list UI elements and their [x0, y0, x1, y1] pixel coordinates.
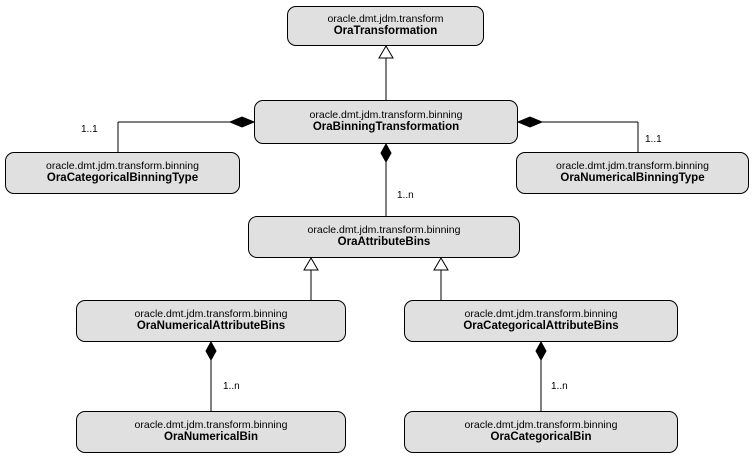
class-box-ora-binning-transformation[interactable]: oracle.dmt.jdm.transform.binning OraBinn… [254, 100, 518, 144]
class-box-ora-categorical-binning-type[interactable]: oracle.dmt.jdm.transform.binning OraCate… [5, 152, 240, 194]
class-name-label: OraBinningTransformation [312, 121, 460, 134]
class-box-ora-numerical-bin[interactable]: oracle.dmt.jdm.transform.binning OraNume… [76, 411, 346, 453]
class-package-label: oracle.dmt.jdm.transform.binning [464, 418, 618, 431]
class-box-ora-attribute-bins[interactable]: oracle.dmt.jdm.transform.binning OraAttr… [248, 216, 520, 258]
multiplicity-label-left-binning-type: 1..1 [81, 124, 98, 135]
multiplicity-label-categorical-bin: 1..n [551, 381, 568, 392]
class-package-label: oracle.dmt.jdm.transform.binning [307, 223, 461, 236]
class-name-label: OraCategoricalBin [490, 431, 592, 444]
class-name-label: OraNumericalAttributeBins [136, 320, 286, 333]
class-package-label: oracle.dmt.jdm.transform.binning [556, 159, 709, 172]
class-package-label: oracle.dmt.jdm.transform.binning [309, 108, 463, 121]
class-name-label: OraCategoricalAttributeBins [463, 320, 619, 333]
class-name-label: OraCategoricalBinningType [46, 172, 199, 185]
class-package-label: oracle.dmt.jdm.transform.binning [46, 159, 199, 172]
class-package-label: oracle.dmt.jdm.transform.binning [134, 307, 288, 320]
multiplicity-label-attribute-bins: 1..n [397, 190, 414, 201]
class-package-label: oracle.dmt.jdm.transform [327, 12, 444, 25]
class-name-label: OraNumericalBin [164, 431, 258, 444]
class-name-label: OraTransformation [333, 25, 438, 38]
class-name-label: OraNumericalBinningType [560, 172, 705, 185]
class-box-ora-numerical-attribute-bins[interactable]: oracle.dmt.jdm.transform.binning OraNume… [76, 300, 346, 342]
multiplicity-label-numerical-bin: 1..n [223, 381, 240, 392]
class-package-label: oracle.dmt.jdm.transform.binning [464, 307, 618, 320]
multiplicity-label-right-binning-type: 1..1 [645, 134, 662, 145]
class-box-ora-categorical-bin[interactable]: oracle.dmt.jdm.transform.binning OraCate… [404, 411, 678, 453]
class-package-label: oracle.dmt.jdm.transform.binning [134, 418, 288, 431]
class-box-ora-transformation[interactable]: oracle.dmt.jdm.transform OraTransformati… [287, 6, 484, 46]
class-box-ora-numerical-binning-type[interactable]: oracle.dmt.jdm.transform.binning OraNume… [516, 152, 749, 194]
class-box-ora-categorical-attribute-bins[interactable]: oracle.dmt.jdm.transform.binning OraCate… [404, 300, 678, 342]
class-name-label: OraAttributeBins [337, 236, 431, 249]
